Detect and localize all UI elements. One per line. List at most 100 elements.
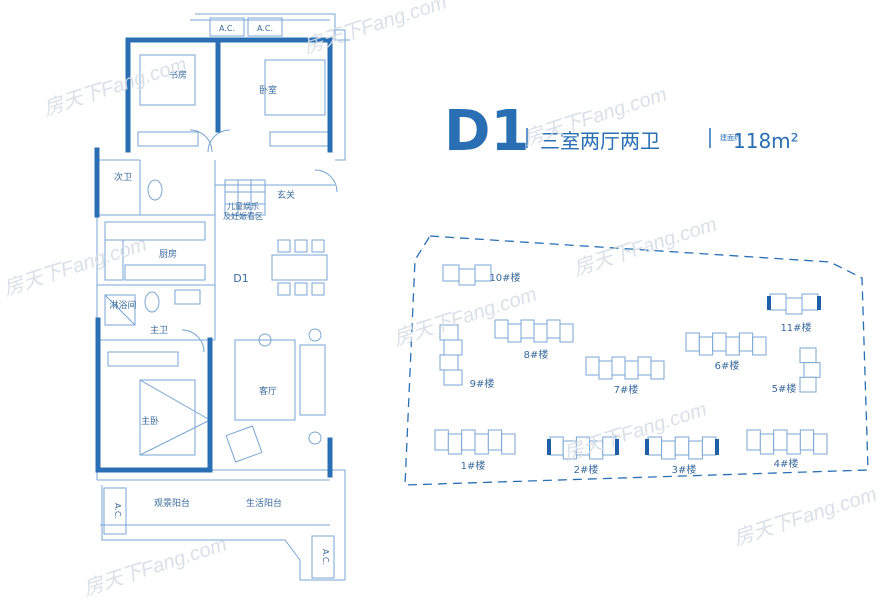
building-highlight-mark [615, 439, 619, 455]
building-highlight-mark [645, 439, 649, 455]
building-segment [443, 369, 463, 386]
building-segment [773, 429, 788, 451]
living-rug [234, 339, 296, 421]
building-segment [533, 323, 548, 343]
building-segment [799, 376, 817, 393]
label-study: 书房 [169, 69, 187, 81]
label-main-bath: 主卫 [150, 324, 168, 336]
building-segment [786, 433, 801, 455]
label-view-balcony: 观景阳台 [154, 497, 190, 509]
ac-unit-top-left [209, 17, 245, 37]
building-label: 1#楼 [461, 459, 486, 472]
building-segment [688, 440, 703, 460]
label-ac-bottom-right: A.C. [321, 549, 330, 565]
label-second-bath: 次卫 [114, 171, 132, 183]
building-label: 8#楼 [524, 348, 549, 361]
ac-unit-top-right [247, 17, 283, 37]
label-unit-tag: D1 [233, 272, 248, 285]
building-segment [650, 360, 665, 380]
label-ac-top-right: A.C. [257, 24, 273, 33]
building-segment [698, 336, 714, 356]
sofa [299, 344, 326, 416]
building-segment [746, 429, 761, 451]
building-segment [769, 293, 787, 311]
building-segment [685, 332, 700, 352]
shower-stall [104, 294, 136, 326]
building-segment [494, 319, 509, 339]
building-segment [585, 356, 600, 376]
building-b3: 3#楼 [645, 436, 719, 476]
building-segment [785, 297, 803, 315]
building-segment [507, 323, 522, 343]
building-label: 6#楼 [715, 359, 740, 372]
title-unit: D1 [444, 99, 529, 164]
label-master-bedroom: 主卧 [141, 415, 159, 427]
building-highlight-mark [767, 296, 771, 310]
toilet-second-bath [147, 179, 163, 201]
building-b11: 11#楼 [767, 293, 821, 334]
armchair [225, 425, 263, 463]
building-label: 5#楼 [772, 382, 797, 395]
building-label: 9#楼 [470, 377, 495, 390]
building-segment [759, 433, 775, 455]
label-ac-bottom-left: A.C. [113, 503, 122, 519]
building-highlight-mark [817, 296, 821, 310]
building-b10: 10#楼 [442, 264, 521, 286]
building-segment [738, 332, 754, 352]
building-b2: 2#楼 [547, 436, 619, 476]
label-ac-top-left: A.C. [219, 24, 235, 33]
building-segment [712, 332, 727, 352]
building-segment [701, 436, 717, 456]
building-segment [813, 433, 828, 455]
building-segment [487, 429, 503, 451]
floor-plan [96, 13, 350, 581]
building-label: 10#楼 [489, 271, 520, 284]
building-label: 7#楼 [614, 383, 639, 396]
label-shower: 淋浴间 [109, 299, 136, 311]
wardrobe-bedroom [269, 131, 331, 147]
building-segment [474, 433, 489, 455]
building-segment [434, 429, 449, 451]
label-entrance: 玄关 [277, 189, 295, 201]
kitchen-counter-side [104, 239, 124, 281]
building-b8: 8#楼 [494, 319, 574, 361]
building-b4: 4#楼 [746, 429, 828, 470]
ac-unit-bottom-left [103, 487, 127, 535]
building-segment [803, 362, 821, 378]
kids-play-grid [224, 179, 266, 216]
unit-title: D1 三室两厅两卫 建面约 118m² [444, 99, 799, 164]
ac-unit-bottom-right [311, 535, 335, 579]
label-kids-area-2: 及妊娠看区 [223, 211, 263, 221]
building-b5: 5#楼 [772, 347, 821, 395]
building-segment [725, 336, 740, 356]
kitchen-counter-top [104, 221, 206, 241]
building-label: 3#楼 [672, 463, 697, 476]
building-segment [624, 360, 639, 380]
building-segment [661, 440, 676, 460]
building-segment [801, 293, 819, 311]
building-segment [443, 339, 463, 356]
building-segment [439, 354, 459, 371]
building-segment [501, 433, 516, 455]
building-segment [447, 433, 463, 455]
building-segment [442, 264, 460, 282]
building-segment [461, 429, 476, 451]
building-b7: 7#楼 [585, 356, 665, 396]
room-labels: 书房 卧室 次卫 儿童娱乐 及妊娠看区 玄关 厨房 D1 淋浴间 主卫 主卧 客… [109, 24, 330, 565]
building-segment [598, 360, 613, 380]
label-kids-area-1: 儿童娱乐 [227, 201, 259, 211]
building-highlight-mark [547, 439, 551, 455]
walls [94, 37, 333, 478]
building-highlight-mark [715, 439, 719, 455]
building-segment [674, 436, 690, 456]
buildings: 10#楼 11#楼 8#楼 9#楼 6#楼 7#楼 5#楼 1#楼 2#楼 3#楼 4#楼 [434, 264, 828, 476]
title-area-value: 118m² [733, 129, 799, 153]
building-segment [637, 356, 652, 376]
label-living-room: 客厅 [259, 385, 277, 397]
building-segment [474, 264, 492, 282]
building-b6: 6#楼 [685, 332, 767, 372]
dining-table [271, 254, 328, 281]
study-desk [139, 54, 196, 106]
